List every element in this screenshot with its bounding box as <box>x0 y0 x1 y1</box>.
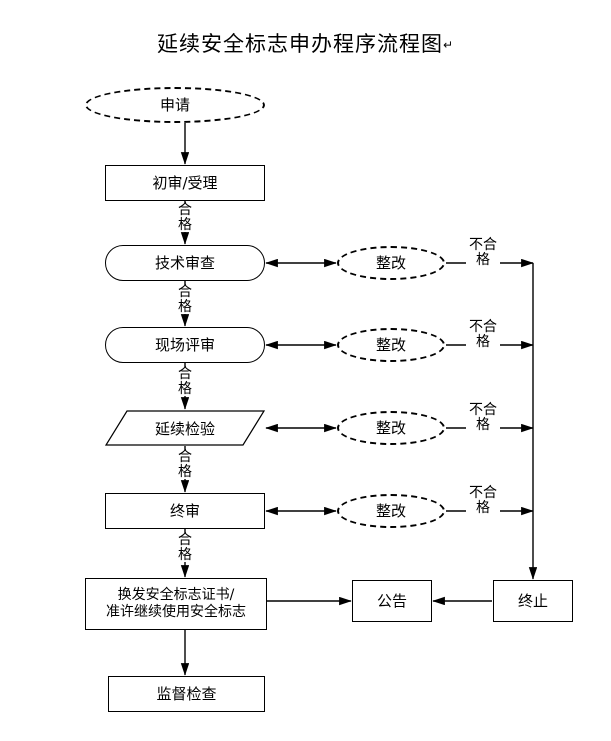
edge-label-fail-2: 不合 格 <box>466 319 500 350</box>
parallelogram-shape <box>105 410 265 446</box>
node-onsite-review[interactable]: 现场评审 <box>105 327 265 363</box>
edge-label-fail-2-text: 不合 格 <box>469 319 497 350</box>
node-rectify-4-label: 整改 <box>375 501 406 520</box>
edge-label-pass-3-text: 合 格 <box>178 366 192 397</box>
node-technical-review[interactable]: 技术审查 <box>105 245 265 281</box>
edge-label-pass-3: 合 格 <box>176 366 194 397</box>
node-final-review[interactable]: 终审 <box>105 493 265 529</box>
node-rectify-3-label: 整改 <box>375 418 406 437</box>
node-rectify-2-label: 整改 <box>375 335 406 354</box>
edge-label-pass-5-text: 合 格 <box>178 532 192 563</box>
edge-label-fail-4-text: 不合 格 <box>469 485 497 516</box>
node-rectify-1-label: 整改 <box>375 253 406 272</box>
edge-label-pass-2: 合 格 <box>176 284 194 315</box>
node-rectify-1[interactable]: 整改 <box>337 246 445 280</box>
node-technical-review-label: 技术审查 <box>154 253 215 272</box>
edge-label-pass-1-text: 合 格 <box>178 202 192 233</box>
edge-label-pass-4-text: 合 格 <box>178 449 192 480</box>
node-accept[interactable]: 初审/受理 <box>105 165 265 201</box>
node-terminate[interactable]: 终止 <box>493 580 573 622</box>
node-renewal-inspection-label: 延续检验 <box>154 419 215 438</box>
node-supervision-inspection-label: 监督检查 <box>156 684 217 703</box>
edge-label-fail-1: 不合 格 <box>466 237 500 268</box>
node-terminate-label: 终止 <box>517 591 548 610</box>
edge-label-fail-1-text: 不合 格 <box>469 237 497 268</box>
node-final-review-label: 终审 <box>169 501 200 520</box>
page-title-text: 延续安全标志申办程序流程图 <box>156 32 443 56</box>
node-apply[interactable]: 申请 <box>85 87 265 123</box>
node-announcement[interactable]: 公告 <box>352 580 432 622</box>
edge-label-pass-2-text: 合 格 <box>178 284 192 315</box>
node-issue-certificate-label: 换发安全标志证书/ 准许继续使用安全标志 <box>106 586 246 621</box>
node-rectify-4[interactable]: 整改 <box>337 494 445 528</box>
edge-label-fail-3-text: 不合 格 <box>469 402 497 433</box>
paragraph-mark-icon: ↵ <box>442 38 455 52</box>
edge-label-pass-4: 合 格 <box>176 449 194 480</box>
node-announcement-label: 公告 <box>376 591 407 610</box>
node-rectify-2[interactable]: 整改 <box>337 328 445 362</box>
edge-label-fail-3: 不合 格 <box>466 402 500 433</box>
edge-label-pass-1: 合 格 <box>176 202 194 233</box>
edge-label-fail-4: 不合 格 <box>466 485 500 516</box>
node-accept-label: 初审/受理 <box>152 173 218 192</box>
node-rectify-3[interactable]: 整改 <box>337 411 445 445</box>
node-onsite-review-label: 现场评审 <box>154 335 215 354</box>
edge-label-pass-5: 合 格 <box>176 532 194 563</box>
node-renewal-inspection[interactable]: 延续检验 <box>105 410 265 446</box>
node-apply-label: 申请 <box>159 95 190 114</box>
node-supervision-inspection[interactable]: 监督检查 <box>108 676 265 712</box>
node-issue-certificate[interactable]: 换发安全标志证书/ 准许继续使用安全标志 <box>85 578 267 630</box>
page-title: 延续安全标志申办程序流程图↵ <box>0 28 611 58</box>
